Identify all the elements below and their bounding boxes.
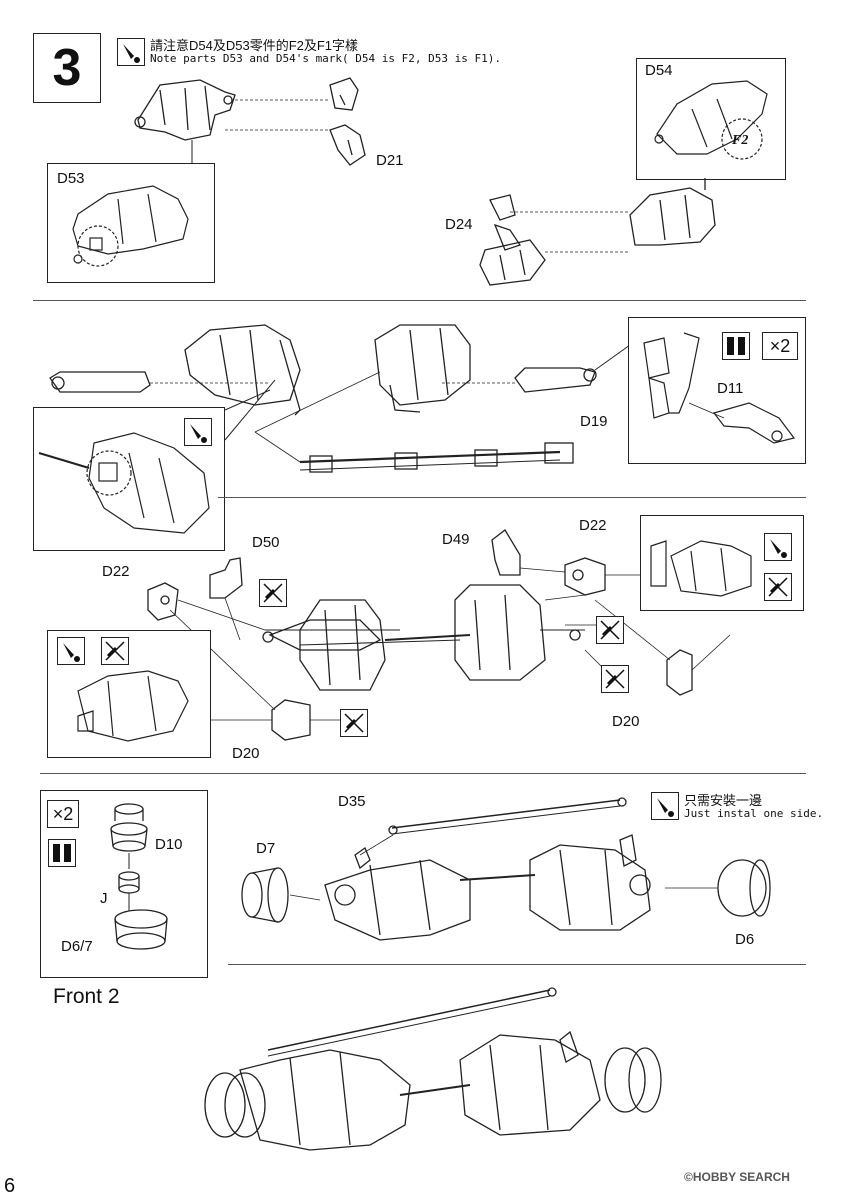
section1-drawing	[134, 77, 366, 166]
section4-drawing	[241, 797, 771, 941]
quantity-box: ×2	[762, 332, 798, 360]
step-number: 3	[52, 39, 82, 97]
no-glue-icon	[596, 616, 624, 644]
caution-icon	[57, 637, 85, 665]
note-zh: 請注意D54及D53零件的F2及F1字樣	[150, 38, 359, 53]
quantity-label: ×2	[52, 804, 74, 824]
no-glue-icon	[340, 709, 368, 737]
no-glue-icon	[101, 637, 129, 665]
label-d53: D53	[57, 170, 85, 187]
no-glue-icon	[259, 579, 287, 607]
d53-detail-box	[47, 163, 215, 283]
label-d19: D19	[580, 413, 608, 430]
label-d49: D49	[442, 531, 470, 548]
note-en: Note parts D53 and D54's mark( D54 is F2…	[150, 52, 501, 65]
label-d22-right: D22	[579, 517, 607, 534]
front-title: Front 2	[53, 985, 120, 1008]
quantity-label: ×2	[769, 336, 791, 356]
section-divider-3	[40, 773, 806, 774]
caution-icon	[651, 792, 679, 820]
caution-icon	[764, 533, 792, 561]
section1-right-drawing	[479, 178, 716, 286]
caution-icon	[184, 418, 212, 446]
label-d21: D21	[376, 152, 404, 169]
label-d20-left: D20	[232, 745, 260, 762]
label-d22-left: D22	[102, 563, 130, 580]
section-divider-2	[218, 497, 806, 498]
label-d50: D50	[252, 534, 280, 551]
step-number-box: 3	[33, 33, 101, 103]
no-glue-icon	[601, 665, 629, 693]
mirror-pair-icon	[722, 332, 750, 360]
label-j: J	[100, 890, 108, 907]
label-d24: D24	[445, 216, 473, 233]
section3-drawing	[110, 529, 731, 741]
label-d54: D54	[645, 62, 673, 79]
section2-drawing	[49, 324, 631, 473]
quantity-box: ×2	[47, 800, 79, 828]
note-one-side-en: Just instal one side.	[684, 807, 824, 820]
label-d7: D7	[256, 840, 276, 857]
section-divider-1	[33, 300, 806, 301]
svg-text:F2: F2	[731, 133, 748, 148]
section2-detail-box-left	[33, 407, 225, 551]
page-number: 6	[4, 1175, 16, 1197]
section-divider-4	[228, 964, 806, 965]
label-d67: D6/7	[61, 938, 93, 955]
label-d6: D6	[735, 931, 755, 948]
label-d11: D11	[717, 380, 744, 397]
label-d10: D10	[155, 836, 183, 853]
no-glue-icon	[764, 573, 792, 601]
caution-icon	[117, 38, 145, 66]
label-d35: D35	[338, 793, 366, 810]
watermark: ©HOBBY SEARCH	[684, 1170, 790, 1184]
mirror-pair-icon	[48, 839, 76, 867]
label-d20-right: D20	[612, 713, 640, 730]
note-one-side-zh: 只需安裝一邊	[684, 793, 763, 808]
d54-detail-box: F2	[636, 58, 786, 180]
